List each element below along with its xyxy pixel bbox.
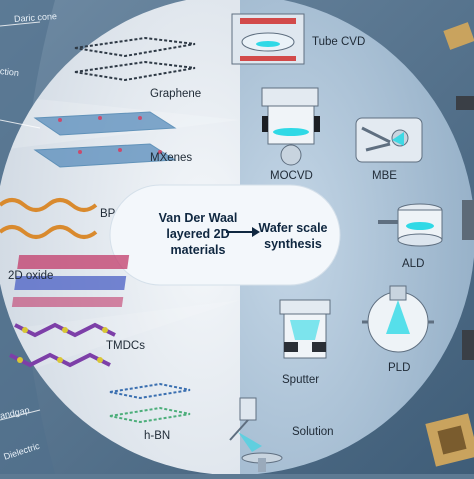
mxenes-structure [33, 111, 177, 168]
center-left-title: Van Der Waal layered 2D materials [158, 210, 238, 258]
center-left-line: Van Der Waal [158, 211, 238, 225]
edge-line [0, 119, 41, 129]
pld-apparatus [362, 285, 434, 353]
bp-structure [0, 198, 98, 239]
arrow-head-icon [252, 227, 260, 237]
method-label-pld: PLD [388, 362, 411, 374]
method-label-mocvd: MOCVD [270, 170, 313, 182]
sputter-apparatus [279, 299, 331, 359]
edge-line [0, 409, 41, 421]
mbe-apparatus [355, 117, 423, 163]
graphene-structure [74, 36, 196, 82]
method-label-sputter: Sputter [282, 374, 320, 386]
center-right-line: synthesis [264, 237, 322, 251]
center-pill [109, 184, 341, 286]
material-label-2d-oxide: 2D oxide [8, 270, 54, 282]
solution-apparatus [229, 397, 283, 472]
edge-line [0, 21, 41, 27]
method-label-solution: Solution [292, 426, 334, 438]
method-label-mbe: MBE [372, 170, 397, 182]
device-icons [425, 22, 474, 467]
material-label-h-bn: h-BN [144, 430, 171, 442]
method-label-ald: ALD [402, 258, 425, 270]
center-left-line: materials [170, 243, 226, 257]
material-label-bp: BP [100, 208, 116, 220]
mocvd-apparatus [261, 87, 320, 166]
ald-apparatus [378, 203, 443, 247]
center-right-title: Wafer scale synthesis [258, 220, 328, 252]
material-label-mxenes: MXenes [150, 152, 193, 164]
method-label-tube-cvd: Tube CVD [312, 36, 366, 48]
edge-label-second: ction [0, 66, 20, 78]
material-label-graphene: Graphene [150, 88, 202, 100]
2d-oxide-structure [11, 255, 130, 307]
center-left-line: layered 2D [166, 227, 230, 241]
center-right-line: Wafer scale [258, 221, 328, 235]
h-bn-structure [109, 382, 191, 424]
material-label-tmdcs: TMDCs [106, 340, 145, 352]
tmdcs-structure [9, 322, 116, 368]
tube-cvd-apparatus [231, 13, 305, 65]
